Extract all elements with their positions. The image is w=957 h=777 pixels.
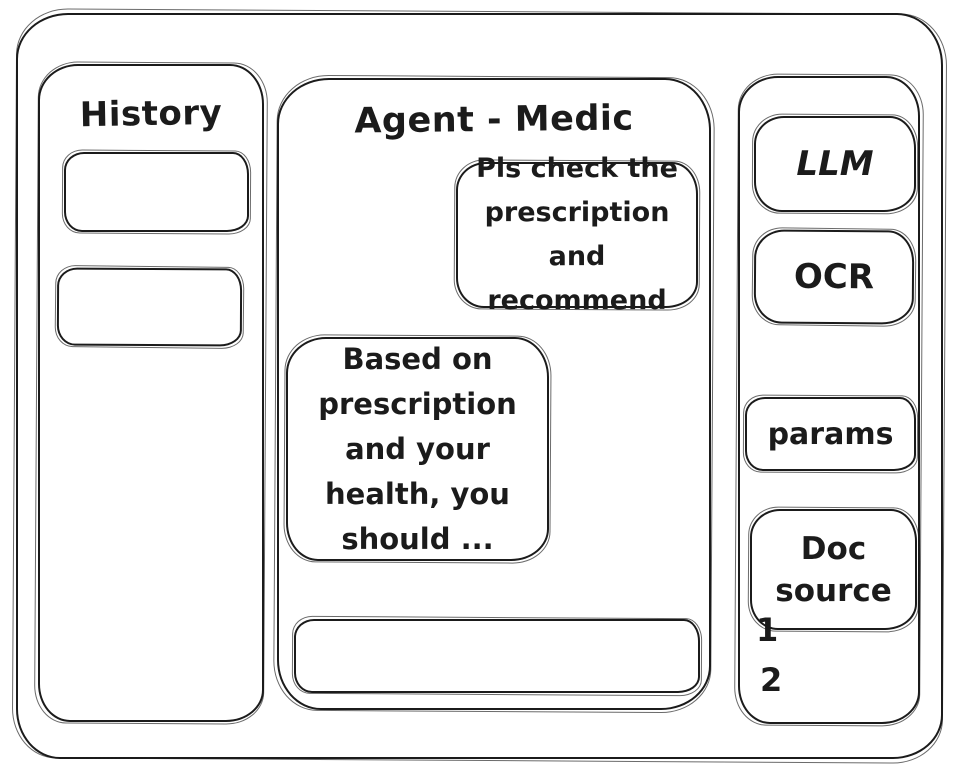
history-item[interactable] bbox=[56, 267, 243, 347]
doc-list-item-2[interactable]: 2 bbox=[760, 661, 783, 699]
message-input[interactable] bbox=[294, 619, 700, 693]
chat-panel-title: Agent - Medic bbox=[354, 98, 634, 142]
history-item[interactable] bbox=[64, 152, 249, 232]
llm-button[interactable]: LLM bbox=[754, 116, 916, 212]
doc-list-item-1[interactable]: 1 bbox=[756, 611, 779, 649]
ocr-button[interactable]: OCR bbox=[753, 229, 915, 325]
history-panel-title: History bbox=[79, 92, 223, 136]
params-button[interactable]: params bbox=[745, 397, 916, 471]
doc-source-button[interactable]: Doc source bbox=[750, 509, 917, 630]
history-panel: History bbox=[38, 64, 264, 722]
tools-panel: LLM OCR params Doc source 1 2 bbox=[738, 76, 920, 724]
assistant-message-bubble: Based on prescription and your health, y… bbox=[286, 337, 549, 561]
chat-panel: Agent - Medic Pls check the prescription… bbox=[277, 78, 711, 710]
user-message-bubble: Pls check the prescription and recommend bbox=[456, 153, 698, 316]
